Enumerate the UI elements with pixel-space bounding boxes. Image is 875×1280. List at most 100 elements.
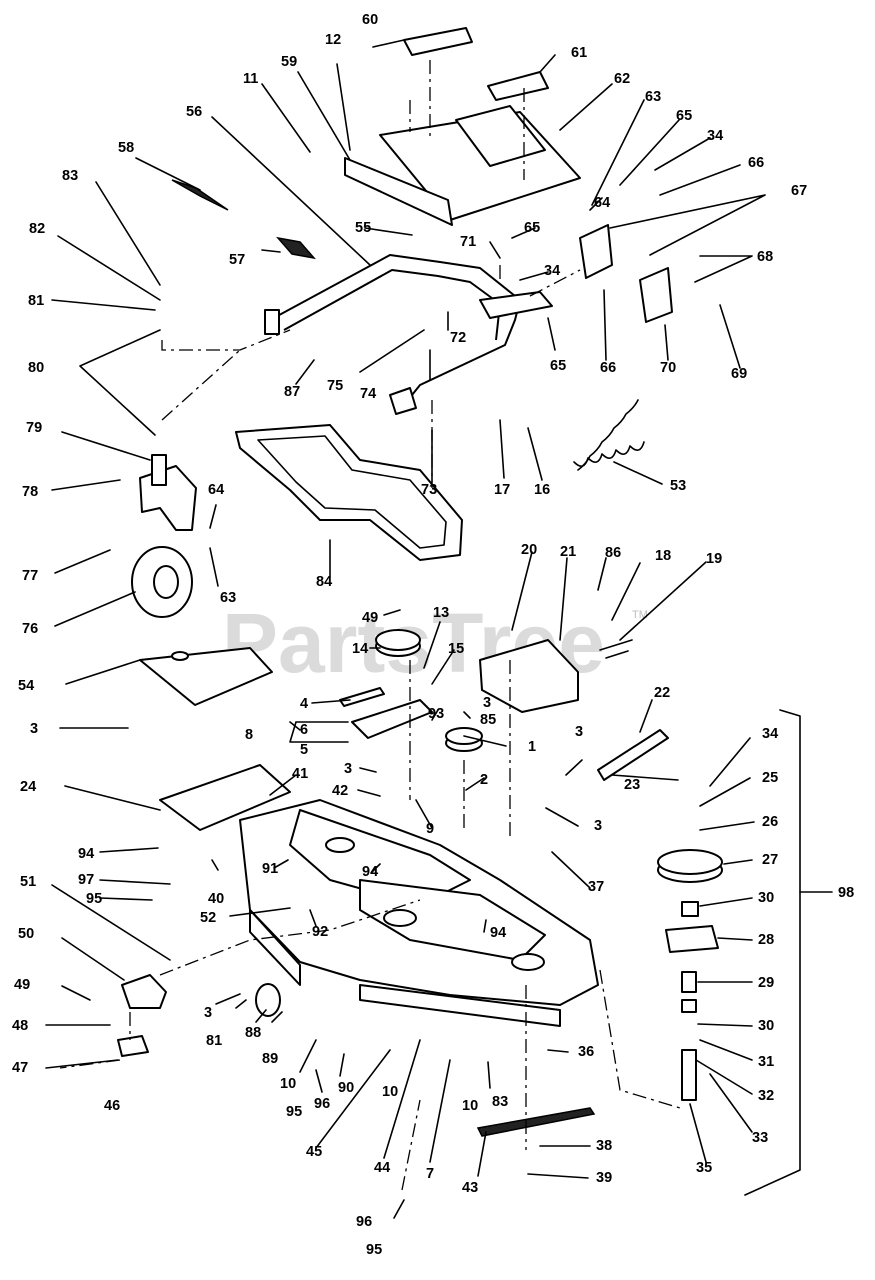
callout-69: 69: [731, 366, 747, 382]
spacer-80: [151, 454, 167, 486]
blade-43: [476, 1107, 596, 1137]
callout-95c: 95: [366, 1242, 382, 1258]
spring-53: [577, 399, 639, 471]
belt-guard-24: [159, 764, 291, 831]
callout-32: 32: [758, 1088, 774, 1104]
bracket-21: [479, 639, 579, 713]
belt-84: [235, 424, 463, 561]
callout-66: 66: [748, 155, 764, 171]
bracket-98: [744, 709, 801, 1196]
callout-53: 53: [670, 478, 686, 494]
callout-3c: 3: [575, 724, 583, 740]
gauge-wheel-88: [255, 983, 281, 1017]
callout-94b: 94: [362, 864, 378, 880]
callout-91: 91: [262, 861, 278, 877]
callout-89: 89: [262, 1051, 278, 1067]
leader-lines: [45, 39, 766, 1219]
callout-63: 63: [645, 89, 661, 105]
callout-38: 38: [596, 1138, 612, 1154]
belt-84-inner: [257, 435, 447, 549]
callout-95b: 95: [286, 1104, 302, 1120]
callout-15: 15: [448, 641, 464, 657]
callout-96: 96: [314, 1096, 330, 1112]
callout-57: 57: [229, 252, 245, 268]
callout-88: 88: [245, 1025, 261, 1041]
callout-82: 82: [29, 221, 45, 237]
callout-65: 65: [676, 108, 692, 124]
callout-92: 92: [312, 924, 328, 940]
callout-27: 27: [762, 852, 778, 868]
callout-78: 78: [22, 484, 38, 500]
callout-1: 1: [528, 739, 536, 755]
callout-86: 86: [605, 545, 621, 561]
pto-shaft-22: [597, 729, 669, 781]
callout-2: 2: [480, 772, 488, 788]
callout-45: 45: [306, 1144, 322, 1160]
callout-40: 40: [208, 891, 224, 907]
callout-34c: 34: [762, 726, 778, 742]
callout-48: 48: [12, 1018, 28, 1034]
callout-80: 80: [28, 360, 44, 376]
callout-17: 17: [494, 482, 510, 498]
callout-23: 23: [624, 777, 640, 793]
callout-7: 7: [426, 1166, 434, 1182]
callout-3f: 3: [204, 1005, 212, 1021]
callout-76: 76: [22, 621, 38, 637]
callout-10b: 10: [382, 1084, 398, 1100]
decal-60: [403, 27, 473, 56]
decal-58: [171, 179, 229, 211]
spring-4: [339, 687, 385, 707]
callout-77: 77: [22, 568, 38, 584]
shield-54: [139, 647, 273, 706]
callout-30b: 30: [758, 1018, 774, 1034]
callout-54: 54: [18, 678, 34, 694]
callout-5: 5: [300, 742, 308, 758]
callout-65b: 65: [524, 220, 540, 236]
callout-81b: 81: [206, 1033, 222, 1049]
callout-11: 11: [243, 71, 258, 87]
callout-90: 90: [338, 1080, 354, 1096]
callout-68: 68: [757, 249, 773, 265]
idler-bracket-6: [351, 699, 433, 739]
callout-31: 31: [758, 1054, 774, 1070]
callout-42: 42: [332, 783, 348, 799]
callout-65c: 65: [550, 358, 566, 374]
callout-28: 28: [758, 932, 774, 948]
watermark-trademark: TM: [632, 609, 648, 621]
callout-20: 20: [521, 542, 537, 558]
callout-41: 41: [292, 766, 308, 782]
callout-24: 24: [20, 779, 36, 795]
callout-50: 50: [18, 926, 34, 942]
callout-51: 51: [20, 874, 36, 890]
callout-66b: 66: [600, 360, 616, 376]
callout-34b: 34: [544, 263, 560, 279]
lift-frame-56: [264, 254, 553, 415]
callout-98: 98: [838, 885, 854, 901]
callout-3d: 3: [344, 761, 352, 777]
callout-83: 83: [62, 168, 78, 184]
callout-22: 22: [654, 685, 670, 701]
callout-34: 34: [707, 128, 723, 144]
callout-36: 36: [578, 1044, 594, 1060]
callout-8: 8: [245, 727, 253, 743]
callout-49b: 49: [14, 977, 30, 993]
callout-52: 52: [200, 910, 216, 926]
callout-84: 84: [316, 574, 332, 590]
callout-49: 49: [362, 610, 378, 626]
mower-deck: [239, 799, 599, 1027]
callout-4: 4: [300, 696, 308, 712]
callout-33: 33: [752, 1130, 768, 1146]
spindle-assembly-98: [657, 849, 723, 1101]
callout-95: 95: [86, 891, 102, 907]
callout-6: 6: [300, 722, 308, 738]
callout-19: 19: [706, 551, 722, 567]
callout-46: 46: [104, 1098, 120, 1114]
callout-44: 44: [374, 1160, 390, 1176]
callout-75: 75: [327, 378, 343, 394]
callout-96b: 96: [356, 1214, 372, 1230]
callout-3: 3: [483, 695, 491, 711]
pulley-46: [117, 1035, 149, 1057]
spring-53-coil: [573, 441, 645, 467]
callout-39: 39: [596, 1170, 612, 1186]
